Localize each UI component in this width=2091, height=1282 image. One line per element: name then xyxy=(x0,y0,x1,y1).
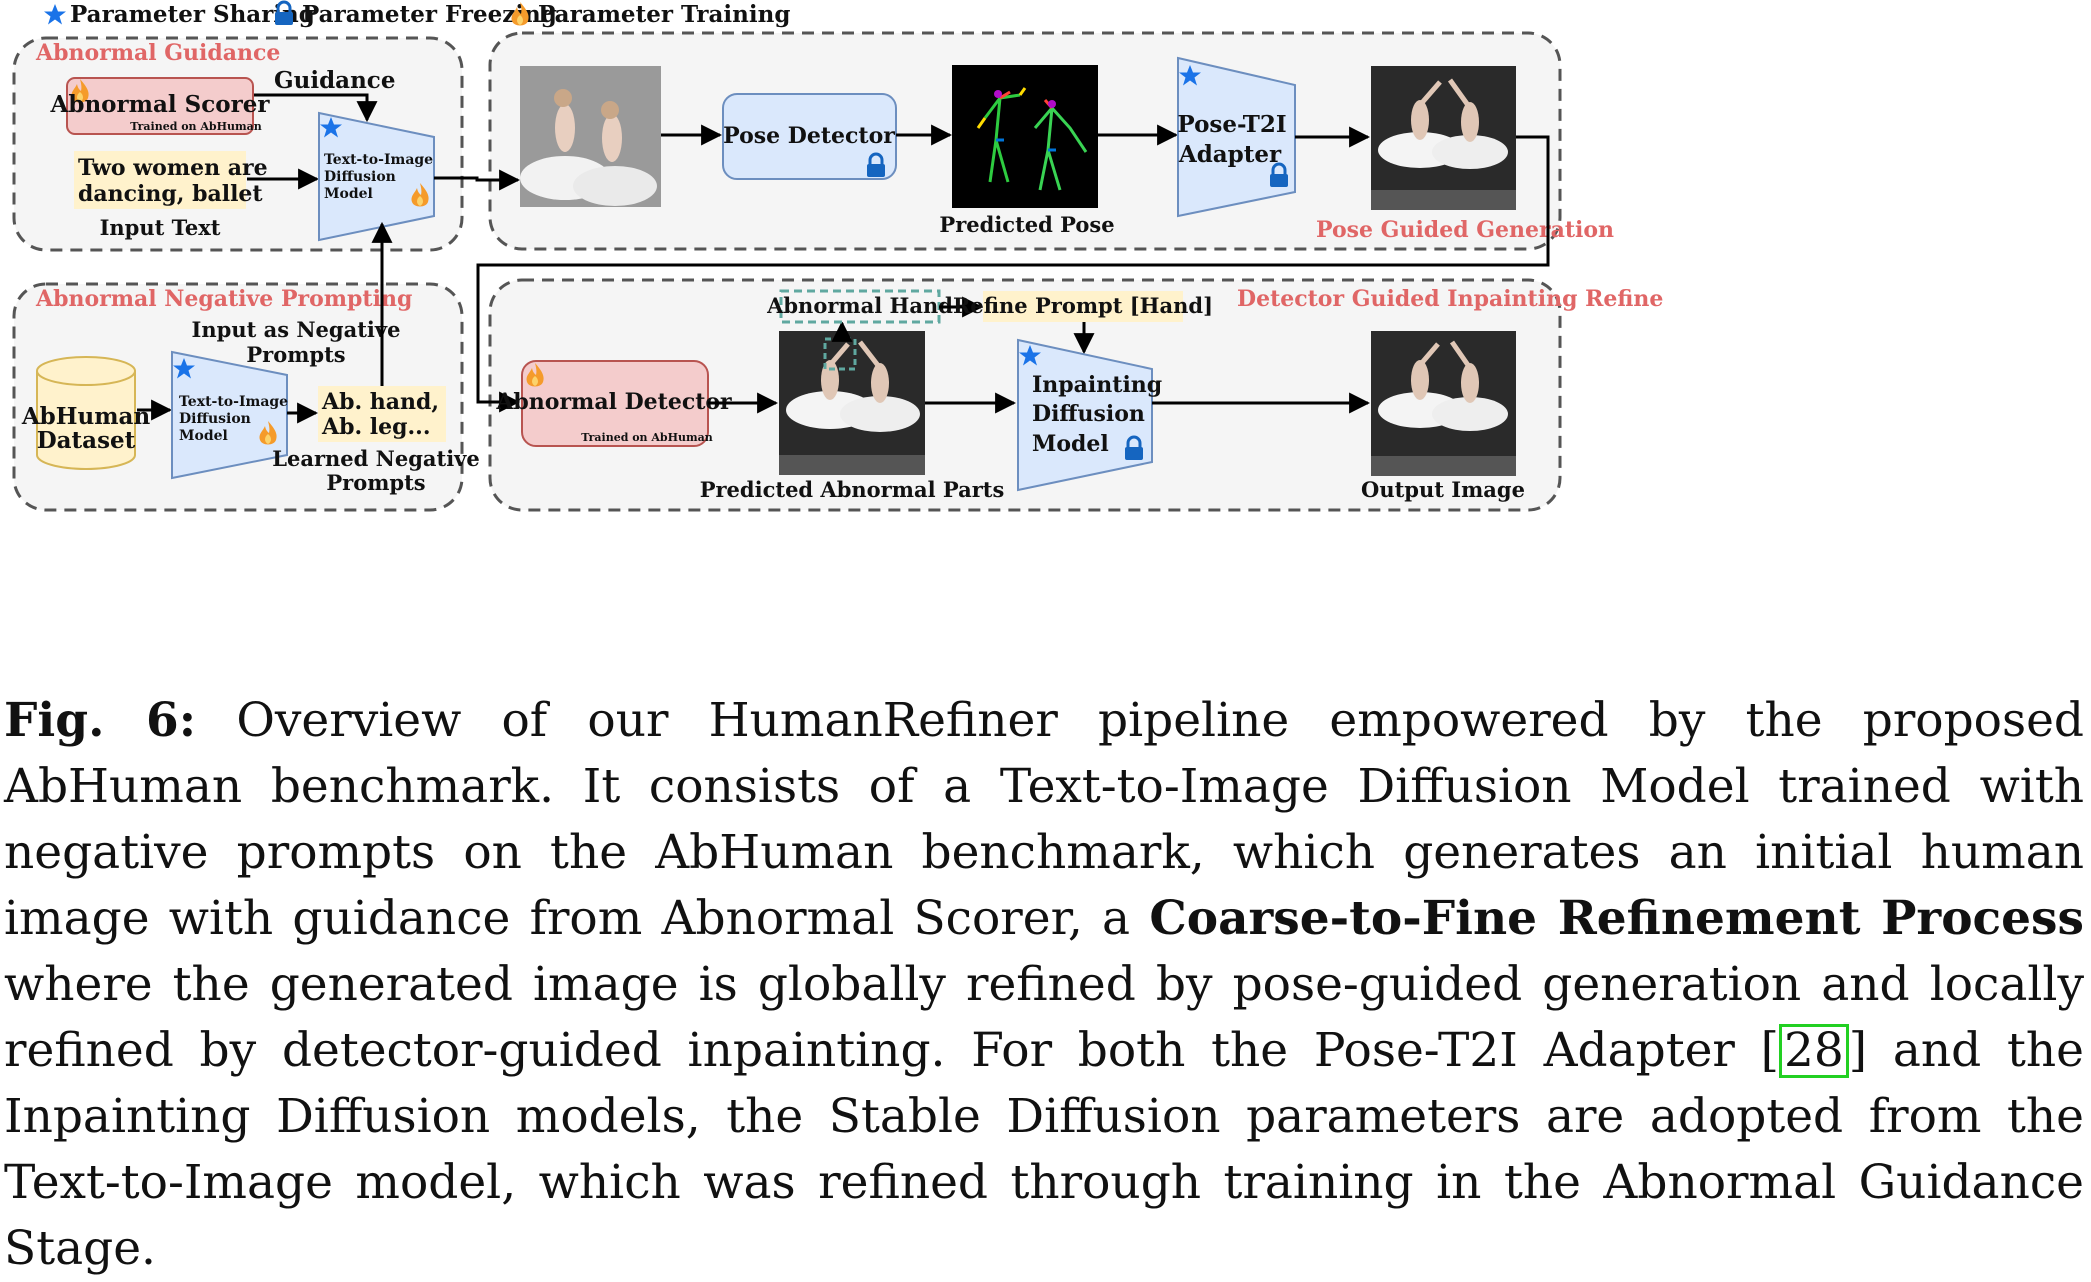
guidance-arrow xyxy=(254,93,378,123)
citation-link[interactable]: 28 xyxy=(1778,1024,1849,1078)
neg-prompt-box xyxy=(318,386,446,442)
t2i-model-2-shape xyxy=(171,350,288,480)
abnormal-detector-sub: Trained on AbHuman xyxy=(581,431,713,444)
pipeline-diagram: Parameter Sharing Parameter Freezing Par… xyxy=(12,0,1663,512)
pose-t2i-label-2: Adapter xyxy=(1178,141,1282,168)
inpaint-label-3: Model xyxy=(1032,431,1109,457)
figure-caption: Fig. 6: Overview of our HumanRefiner pip… xyxy=(4,688,2084,1282)
refine-prompt-box xyxy=(983,291,1183,322)
caption-label: Fig. 6: xyxy=(4,693,197,748)
neg-prompt-line2: Ab. leg... xyxy=(321,414,431,440)
model-to-image-arrow xyxy=(434,169,521,191)
predicted-pose-caption: Predicted Pose xyxy=(939,212,1114,237)
neg-prompt-line1: Ab. hand, xyxy=(321,389,439,415)
abnormal-scorer-box xyxy=(66,77,254,135)
stage-label-negative-prompting: Abnormal Negative Prompting xyxy=(35,286,412,312)
abhuman-dataset-cylinder xyxy=(36,356,136,470)
predicted-pose-image xyxy=(952,65,1098,208)
legend: Parameter Sharing Parameter Freezing Par… xyxy=(44,0,790,28)
learned-neg-line1: Learned Negative xyxy=(272,446,480,471)
learned-neg-line2: Prompts xyxy=(326,470,425,495)
inpainting-model-shape xyxy=(1017,338,1153,492)
input-text-box xyxy=(74,151,246,209)
generated-image-initial xyxy=(520,66,661,207)
connector-arrow xyxy=(476,135,1550,413)
pose-t2i-label-1: Pose-T2I xyxy=(1177,111,1286,138)
predicted-parts-caption: Predicted Abnormal Parts xyxy=(700,477,1005,502)
abnormal-scorer-sub: Trained on AbHuman xyxy=(130,120,262,133)
output-image xyxy=(1371,331,1516,476)
input-text-caption: Input Text xyxy=(100,215,221,240)
refine-prompt-label: Refine Prompt [Hand] xyxy=(953,293,1213,318)
inpaint-label-2: Diffusion xyxy=(1032,401,1145,427)
abnormal-scorer-label: Abnormal Scorer xyxy=(50,91,271,118)
star-icon xyxy=(44,4,66,25)
t2i-label-3: Model xyxy=(324,186,373,202)
t2i-label-1: Text-to-Image xyxy=(324,152,433,168)
stage-label-abnormal-guidance: Abnormal Guidance xyxy=(35,40,280,66)
t2i2-label-3: Model xyxy=(179,428,228,444)
pose-guided-image xyxy=(1371,66,1516,210)
caption-bold: Coarse-to-Fine Refinement Process xyxy=(1149,891,2084,946)
legend-training: Parameter Training xyxy=(538,1,790,28)
abnormal-detector-label: Abnormal Detector xyxy=(495,389,732,415)
abnormal-hand-label: Abnormal Hand xyxy=(766,293,953,318)
legend-sharing: Parameter Sharing xyxy=(70,1,315,28)
abhuman-label-2: Dataset xyxy=(37,427,136,454)
pose-t2i-adapter-shape xyxy=(1177,56,1296,218)
stage-label-detector-guided: Detector Guided Inpainting Refine xyxy=(1237,286,1663,312)
caption-part3: ] and the Inpainting Diffusion models, t… xyxy=(4,1023,2084,1276)
caption-part1: Overview of our HumanRefiner pipeline em… xyxy=(4,693,2084,946)
pose-detector-label: Pose Detector xyxy=(723,123,895,149)
inpaint-label-1: Inpainting xyxy=(1032,372,1162,398)
input-text-line2: dancing, ballet xyxy=(78,181,263,207)
predicted-parts-image xyxy=(779,331,925,475)
input-neg-line2: Prompts xyxy=(246,342,345,367)
t2i2-label-1: Text-to-Image xyxy=(179,394,288,410)
guidance-label: Guidance xyxy=(274,67,395,94)
caption-part2: where the generated image is globally re… xyxy=(4,957,2084,1078)
input-neg-line1: Input as Negative xyxy=(192,317,401,342)
stage-label-pose-guided: Pose Guided Generation xyxy=(1316,217,1614,243)
abnormal-hand-box xyxy=(779,289,941,324)
input-text-line1: Two women are xyxy=(78,155,268,181)
t2i2-label-2: Diffusion xyxy=(179,411,251,427)
t2i-model-shape xyxy=(318,111,435,242)
output-image-caption: Output Image xyxy=(1361,477,1525,502)
abhuman-label-1: AbHuman xyxy=(21,403,151,430)
t2i-label-2: Diffusion xyxy=(324,169,396,185)
